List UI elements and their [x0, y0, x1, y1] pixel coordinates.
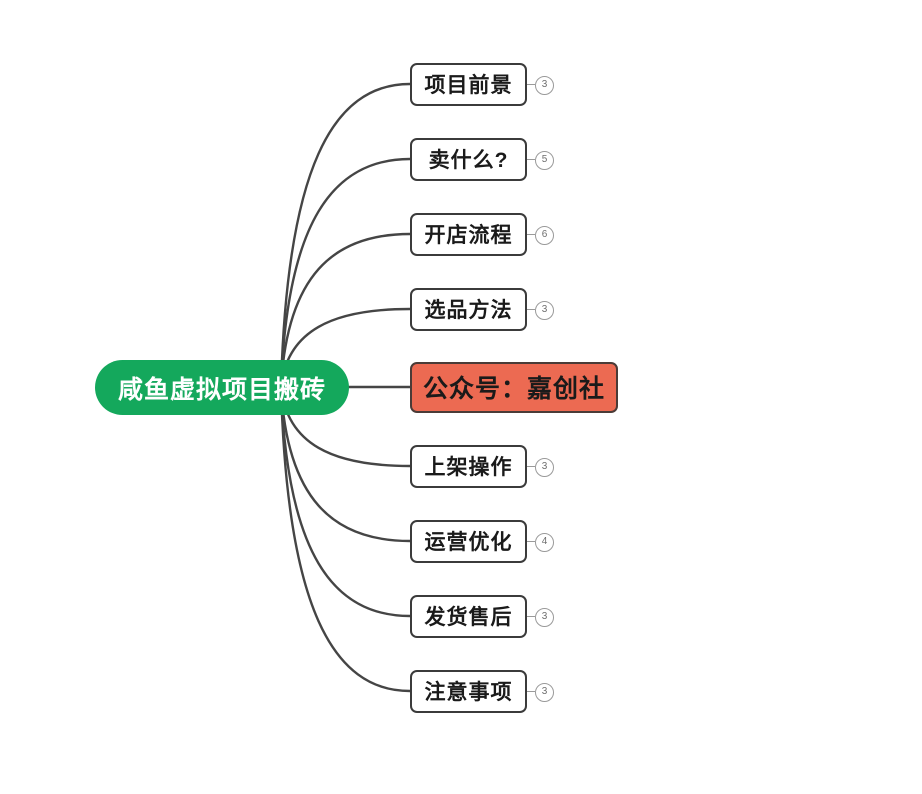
- child-count-badge[interactable]: 3: [535, 457, 554, 477]
- badge-connector: [527, 691, 535, 692]
- child-count-badge[interactable]: 3: [535, 300, 554, 320]
- branch-connector: [279, 157, 412, 389]
- badge-connector: [527, 309, 535, 310]
- child-count-badge[interactable]: 3: [535, 75, 554, 95]
- branch-connector: [279, 385, 412, 618]
- badge-connector: [527, 234, 535, 235]
- branch-node[interactable]: 注意事项: [410, 669, 527, 713]
- badge-connector: [527, 84, 535, 85]
- branch-connector: [279, 385, 412, 693]
- badge-connector: [527, 159, 535, 160]
- branch-node[interactable]: 选品方法: [410, 287, 527, 331]
- branch-node[interactable]: 卖什么?: [410, 137, 527, 181]
- child-count-badge[interactable]: 4: [535, 532, 554, 552]
- branch-node[interactable]: 运营优化: [410, 519, 527, 563]
- branch-node[interactable]: 开店流程: [410, 212, 527, 256]
- child-count-badge[interactable]: 6: [535, 225, 554, 245]
- branch-node[interactable]: 公众号：嘉创社: [410, 361, 618, 413]
- child-count-badge[interactable]: 3: [535, 607, 554, 627]
- branch-connector: [279, 82, 412, 389]
- badge-connector: [527, 616, 535, 617]
- branch-node[interactable]: 上架操作: [410, 444, 527, 488]
- child-count-badge[interactable]: 3: [535, 682, 554, 702]
- badge-connector: [527, 466, 535, 467]
- badge-connector: [527, 541, 535, 542]
- child-count-badge[interactable]: 5: [535, 150, 554, 170]
- branch-node[interactable]: 发货售后: [410, 594, 527, 638]
- branch-node[interactable]: 项目前景: [410, 62, 527, 106]
- central-node[interactable]: 咸鱼虚拟项目搬砖: [95, 360, 349, 415]
